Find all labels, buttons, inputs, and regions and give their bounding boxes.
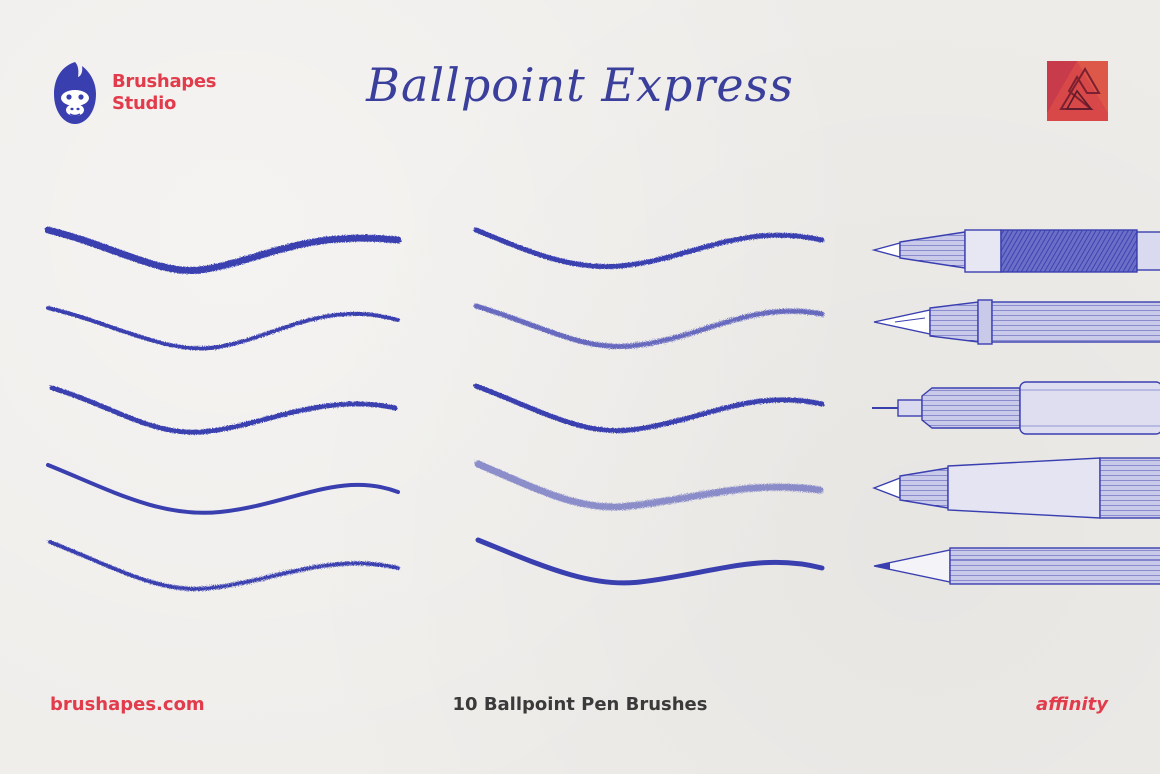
brush-stroke-8 — [473, 383, 825, 434]
fineliner-pen-icon — [872, 457, 1160, 519]
brand-name-line2: Studio — [112, 93, 177, 114]
brand-name: Brushapes Studio — [112, 71, 217, 115]
brush-stroke-2 — [46, 306, 400, 351]
brush-stroke-10 — [475, 537, 825, 586]
brush-stroke-4 — [46, 463, 400, 515]
fountain-pen-icon — [873, 299, 1160, 345]
product-subtitle: 10 Ballpoint Pen Brushes — [452, 694, 708, 715]
brush-stroke-9 — [474, 460, 824, 511]
brand-name-line1: Brushapes — [112, 71, 217, 92]
brush-preview-area — [44, 226, 1160, 591]
affinity-wordmark: affinity — [1036, 694, 1108, 715]
brush-stroke-3 — [49, 385, 398, 435]
ballpoint-pen-icon — [871, 229, 1160, 273]
brush-stroke-5 — [48, 540, 400, 591]
brush-stroke-7 — [473, 303, 825, 349]
brand-logo: Brushapes Studio — [50, 60, 217, 126]
brush-stroke-1 — [44, 226, 402, 275]
gorilla-head-icon — [54, 62, 96, 124]
technical-pen-icon — [872, 381, 1160, 435]
pencil-icon — [873, 547, 1160, 585]
affinity-app-icon — [1047, 61, 1108, 121]
website-link[interactable]: brushapes.com — [50, 694, 205, 715]
brush-stroke-6 — [473, 227, 825, 270]
page-title: Ballpoint Express — [366, 58, 794, 112]
